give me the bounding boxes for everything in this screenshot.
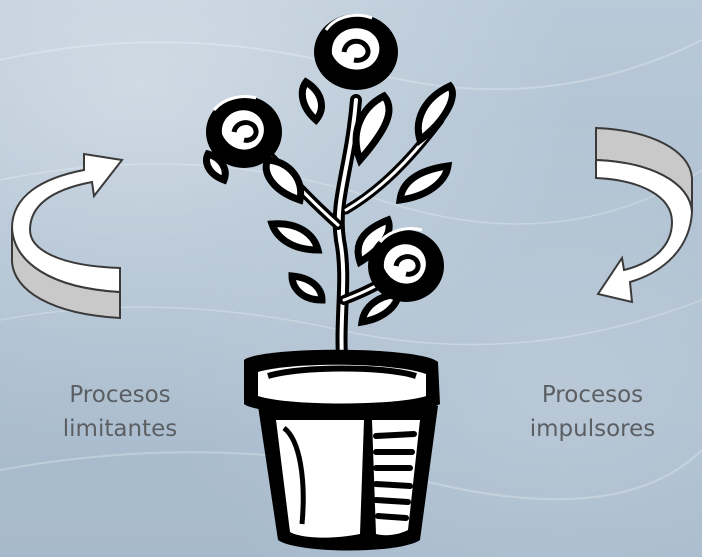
limiting-processes-line1: Procesos <box>69 382 171 408</box>
driving-processes-line1: Procesos <box>541 382 644 408</box>
driving-processes-label: Procesos impulsores <box>510 378 675 446</box>
limiting-processes-label: Procesos limitantes <box>50 378 190 446</box>
limiting-processes-line2: limitantes <box>62 416 178 442</box>
driving-processes-line2: impulsores <box>529 416 656 442</box>
